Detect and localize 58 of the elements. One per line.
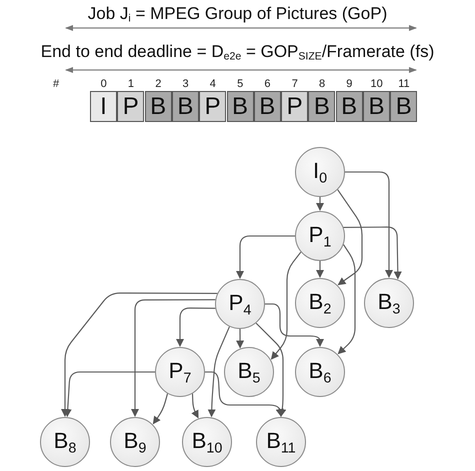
frame-index: 11 — [398, 78, 410, 90]
frame-node: B$_{9}$ — [110, 417, 160, 467]
frame-index: 8 — [318, 78, 326, 90]
arrow — [338, 244, 356, 354]
frame-node: B$_{5}$ — [224, 347, 274, 397]
frame-index: 2 — [155, 78, 162, 90]
frame-node: P$_{4}$ — [215, 279, 265, 329]
frame-cell: B — [226, 91, 254, 122]
arrow — [265, 303, 324, 347]
arrow — [236, 329, 244, 349]
frame-cell: B — [254, 91, 281, 122]
arrow — [345, 171, 393, 278]
arrow — [64, 371, 155, 418]
arrow — [316, 261, 324, 278]
index-header: # — [52, 78, 60, 90]
frame-index: 5 — [237, 78, 244, 90]
frame-node: B$_{3}$ — [364, 278, 414, 328]
frame-cell: B — [308, 91, 336, 122]
deadline-formula: End to end deadline = D$_{e2e}$ = GOP$_{SIZE}$/Framerate (fs) — [40, 42, 436, 64]
frame-index: 1 — [128, 78, 134, 90]
frame-cell: P — [117, 91, 144, 122]
arrow — [337, 189, 363, 286]
arrow — [343, 226, 402, 280]
arrow — [152, 394, 168, 424]
title: Job J$_{i}$ = MPEG Group of Pictures (GoP) — [86, 4, 388, 26]
frame-cell: B — [172, 91, 199, 122]
frame-node: B$_{8}$ — [40, 417, 90, 467]
arrow — [191, 394, 199, 418]
frame-node: P$_{7}$ — [155, 347, 205, 397]
frame-cell: P — [199, 91, 226, 122]
frame-index: 3 — [182, 78, 189, 90]
arrow — [236, 235, 295, 279]
frame-index: 6 — [264, 78, 270, 90]
arrow — [316, 197, 324, 211]
arrow — [205, 371, 284, 417]
frame-node: B$_{2}$ — [295, 278, 345, 328]
frame-cell: I — [90, 91, 117, 122]
frame-node: B$_{6}$ — [295, 347, 345, 397]
frame-index: 7 — [292, 78, 298, 90]
frame-node: B$_{11}$ — [256, 417, 306, 467]
frame-index: 4 — [210, 78, 216, 90]
frame-node: I$_{0}$ — [295, 147, 345, 197]
arrow — [131, 299, 216, 417]
frame-cell: B — [144, 91, 172, 122]
frame-cell: B — [390, 91, 418, 122]
arrow — [61, 292, 218, 417]
arrow — [256, 322, 286, 417]
frame-index: 9 — [346, 78, 352, 90]
arrow — [176, 308, 216, 347]
frame-index: 10 — [370, 78, 383, 90]
frame-cell: B — [363, 91, 390, 122]
frame-cell: B — [336, 91, 363, 122]
frame-index: 0 — [100, 78, 107, 90]
frame-node: P$_{1}$ — [295, 211, 345, 261]
arrow — [270, 252, 302, 360]
frame-cell: P — [281, 91, 308, 122]
frame-node: B$_{10}$ — [182, 417, 232, 467]
arrow — [208, 326, 230, 418]
